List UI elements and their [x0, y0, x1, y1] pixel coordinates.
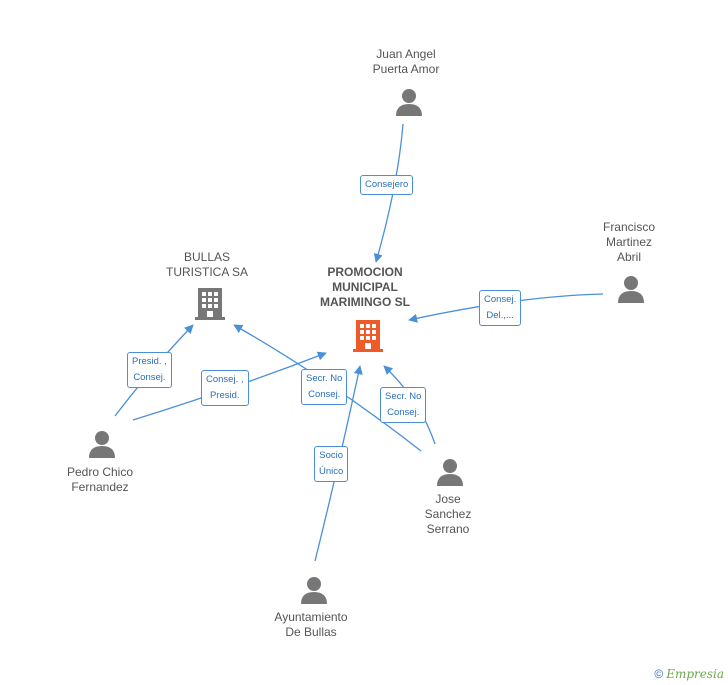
edge-label-secr-no-consej-1[interactable]: Secr. No Consej. — [301, 369, 348, 405]
edge-label-presid-consej[interactable]: Presid. , Consej. — [127, 352, 172, 388]
node-jose-sanchez[interactable]: Jose Sanchez Serrano — [408, 492, 488, 537]
node-francisco[interactable]: Francisco Martinez Abril — [584, 220, 674, 265]
person-icon — [396, 89, 422, 116]
jose-sanchez-label: Jose Sanchez Serrano — [424, 492, 472, 536]
node-pedro-chico[interactable]: Pedro Chico Fernandez — [50, 465, 150, 495]
pedro-chico-label: Pedro Chico Fernandez — [66, 465, 134, 494]
edge-label-consej-presid[interactable]: Consej. , Presid. — [201, 370, 249, 406]
edge-label-consej-del[interactable]: Consej. Del.,... — [479, 290, 522, 326]
edge-label-secr-no-consej-2[interactable]: Secr. No Consej. — [380, 387, 427, 423]
building-icon — [353, 320, 383, 352]
node-ayuntamiento[interactable]: Ayuntamiento De Bullas — [256, 610, 366, 640]
francisco-label: Francisco Martinez Abril — [602, 220, 655, 264]
copyright-icon: © — [654, 667, 664, 681]
node-main-company[interactable]: PROMOCION MUNICIPAL MARIMINGO SL — [305, 265, 425, 310]
building-icon — [195, 288, 225, 320]
bullas-turistica-label: BULLAS TURISTICA SA — [165, 250, 248, 279]
brand-logo: Empresia — [666, 667, 724, 681]
juan-angel-label: Juan Angel Puerta Amor — [372, 47, 440, 76]
node-juan-angel[interactable]: Juan Angel Puerta Amor — [356, 47, 456, 77]
node-bullas-turistica[interactable]: BULLAS TURISTICA SA — [150, 250, 264, 280]
person-icon — [89, 431, 115, 458]
edge-label-consejero[interactable]: Consejero — [360, 175, 414, 195]
ayuntamiento-label: Ayuntamiento De Bullas — [274, 610, 348, 639]
person-icon — [301, 577, 327, 604]
edge-label-socio-unico[interactable]: Socio Único — [314, 446, 349, 482]
person-icon — [437, 459, 463, 486]
footer-brand[interactable]: ©Empresia — [654, 667, 724, 681]
person-icon — [618, 276, 644, 303]
main-company-label: PROMOCION MUNICIPAL MARIMINGO SL — [320, 265, 410, 309]
